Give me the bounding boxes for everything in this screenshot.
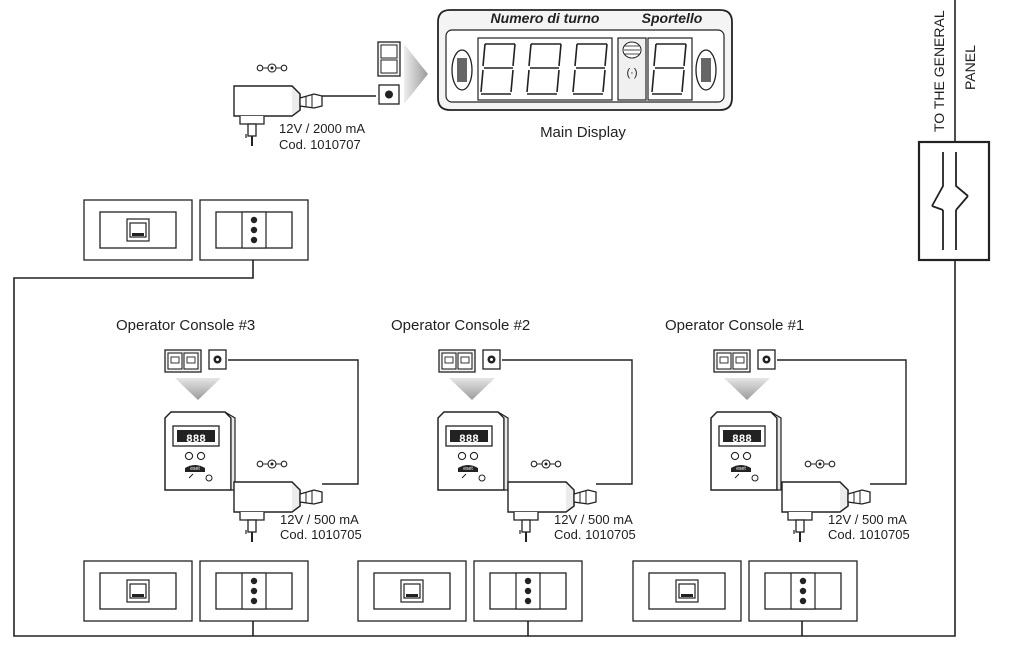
speaker-grille-icon <box>622 41 642 59</box>
console-1-brand: eset <box>736 466 746 472</box>
console-3-device <box>164 411 236 491</box>
main-adapter-rating: 12V / 2000 mA <box>279 121 365 136</box>
display-header-left: Numero di turno <box>491 10 600 26</box>
operator-console-1: Operator Console #1 888 eset 12V / 500 m… <box>632 317 910 622</box>
console-3-arrow-icon <box>175 378 221 400</box>
console-1-title: Operator Console #1 <box>665 317 804 334</box>
console-2-adapter-rating: 12V / 500 mA <box>554 512 633 527</box>
main-adapter-code: Cod. 1010707 <box>279 137 361 152</box>
console-3-adapter-code: Cod. 1010705 <box>280 527 362 542</box>
console-1-wall-plate-power <box>748 560 858 622</box>
display-digits: (·) <box>477 37 693 101</box>
console-1-jacks <box>713 349 776 373</box>
general-panel-label-line1: TO THE GENERAL <box>931 10 947 132</box>
console-3-readout: 888 <box>186 434 206 446</box>
operator-console-3: Operator Console #3 888 eset 12V / 500 m… <box>83 317 362 622</box>
console-3-wall-plate-power <box>199 560 309 622</box>
console-1-device <box>710 411 782 491</box>
main-display-connectors <box>377 41 401 105</box>
main-display: (·) Numero di turno Sportello <box>437 9 733 111</box>
console-1-wall-plate-data <box>632 560 742 622</box>
console-3-wall-plate-data <box>83 560 193 622</box>
console-1-readout: 888 <box>732 434 752 446</box>
console-2-arrow-icon <box>449 378 495 400</box>
console-3-adapter-rating: 12V / 500 mA <box>280 512 359 527</box>
console-2-wall-plate-power <box>473 560 583 622</box>
console-3-title: Operator Console #3 <box>116 317 255 334</box>
main-display-caption: Main Display <box>540 124 626 141</box>
connection-arrow-icon <box>404 44 428 104</box>
console-3-jacks <box>164 349 227 373</box>
console-3-brand: eset <box>190 466 200 472</box>
operator-console-2: Operator Console #2 888 eset 12V / 500 m… <box>357 317 636 622</box>
wall-plate-data-top <box>83 199 193 261</box>
console-2-readout: 888 <box>459 434 479 446</box>
svg-text:(·): (·) <box>627 67 638 79</box>
console-2-jacks <box>438 349 501 373</box>
general-panel-breaker <box>917 140 991 262</box>
console-2-brand: eset <box>463 466 473 472</box>
console-2-title: Operator Console #2 <box>391 317 530 334</box>
display-header-right: Sportello <box>642 10 703 26</box>
console-1-adapter-code: Cod. 1010705 <box>828 527 910 542</box>
console-2-adapter-code: Cod. 1010705 <box>554 527 636 542</box>
wall-plate-power-top <box>199 199 309 261</box>
console-2-device <box>437 411 509 491</box>
console-1-adapter-rating: 12V / 500 mA <box>828 512 907 527</box>
general-panel-label-line2: PANEL <box>962 45 978 90</box>
console-2-wall-plate-data <box>357 560 467 622</box>
console-1-arrow-icon <box>724 378 770 400</box>
power-bus-wiring <box>13 260 956 637</box>
